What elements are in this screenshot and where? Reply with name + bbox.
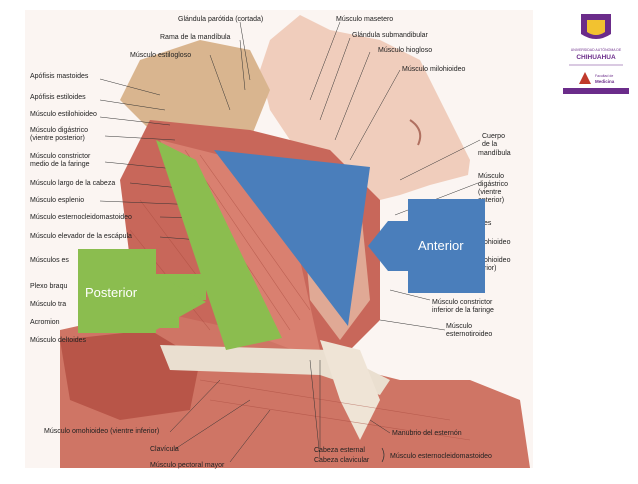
label-esternotiroideo: esternotiroideo xyxy=(446,331,492,338)
anterior-triangle xyxy=(214,150,370,326)
sternum xyxy=(320,340,380,440)
lips xyxy=(409,119,422,146)
logo-bottom-bar xyxy=(563,88,629,94)
label-deltoides: Músculo deltoides xyxy=(30,337,87,344)
label-plexo-braquial: Plexo braqu xyxy=(30,283,67,290)
label-musculo-esternotiroideo: Músculo xyxy=(446,323,472,330)
logo-line1: UNIVERSIDAD AUTÓNOMA DE xyxy=(571,47,622,52)
label-constrictor-inferior: Músculo constrictor xyxy=(432,299,493,306)
label-milohioideo: Músculo milohioideo xyxy=(402,66,466,73)
label-estilogloso: Músculo estilogloso xyxy=(130,52,191,59)
posterior-label: Posterior xyxy=(85,285,138,300)
label-cuerpo: Cuerpo xyxy=(482,133,505,140)
logo-shield-inner xyxy=(587,20,605,35)
logo-line2: CHIHUAHUA xyxy=(576,54,616,61)
label-acromion: Acromion xyxy=(30,319,60,326)
label-hiogloso: Músculo hiogloso xyxy=(378,47,432,54)
anterior-label: Anterior xyxy=(418,238,464,253)
label-masetero: Músculo masetero xyxy=(336,16,393,23)
anterior-arrow-head xyxy=(368,221,408,271)
label-elevador-escapula: Músculo elevador de la escápula xyxy=(30,233,132,240)
logo-faculty1: Facultad de xyxy=(595,74,613,78)
label-apofisis-estiloides: Apófisis estiloides xyxy=(30,94,86,101)
label-estilohioideo: Músculo estilohioideo xyxy=(30,111,97,118)
label-digastrico-posterior: (vientre posterior) xyxy=(30,135,85,142)
label-manubrio: Manubrio del esternón xyxy=(392,430,462,437)
label-esternocleidomastoideo: Músculo esternocleidomastoideo xyxy=(30,214,132,221)
label-cabeza-clavicular: Cabeza clavicular xyxy=(314,457,370,464)
label-musculo-trapecio: Músculo tra xyxy=(30,301,66,308)
logo-faculty2: Medicina xyxy=(595,79,615,84)
label-ohioideo-1: ohioideo xyxy=(484,239,511,246)
label-anterior-r: anterior) xyxy=(478,197,504,204)
label-de-la: de la xyxy=(482,141,497,148)
label-mandibula: mandíbula xyxy=(478,150,511,157)
label-digastrico-r: digástrico xyxy=(478,181,508,188)
posterior-arrow-head xyxy=(156,274,206,330)
label-apofisis-mastoides: Apófisis mastoides xyxy=(30,73,89,80)
logo-graphic: UNIVERSIDAD AUTÓNOMA DE CHIHUAHUA Facult… xyxy=(563,10,629,94)
label-ohioideo-2: ohioideo xyxy=(484,257,511,264)
label-glandula-submandibular: Glándula submandibular xyxy=(352,32,429,39)
label-rama-mandibula: Rama de la mandíbula xyxy=(160,34,231,41)
label-largo-cabeza: Músculo largo de la cabeza xyxy=(30,180,115,187)
faculty-icon xyxy=(579,72,591,84)
label-musculos-es: Músculos es xyxy=(30,257,69,264)
posterior-triangle xyxy=(156,140,282,350)
anterior-arrow-box xyxy=(408,199,485,293)
label-inferior-faringe: inferior de la faringe xyxy=(432,307,494,314)
label-clavicula: Clavícula xyxy=(150,446,179,453)
label-es-r: es xyxy=(484,220,492,227)
label-vientre-r: (vientre xyxy=(478,189,501,196)
label-omohioideo-inferior: Músculo omohioideo (vientre inferior) xyxy=(44,428,159,435)
university-logo: UNIVERSIDAD AUTÓNOMA DE CHIHUAHUA Facult… xyxy=(563,10,629,94)
brace xyxy=(381,447,385,463)
label-digastrico: Músculo digástrico xyxy=(30,127,88,134)
label-glandula-parotida: Glándula parótida (cortada) xyxy=(178,16,263,23)
label-rior: rior) xyxy=(484,265,496,272)
label-musculo-digastrico-r: Músculo xyxy=(478,173,504,180)
label-constrictor-medio: medio de la faringe xyxy=(30,161,90,168)
label-pectoral-mayor: Músculo pectoral mayor xyxy=(150,462,225,469)
label-scm-bottom: Músculo esternocleidomastoideo xyxy=(390,453,492,460)
label-esplenio: Músculo esplenio xyxy=(30,197,84,204)
label-constrictor: Músculo constrictor xyxy=(30,153,91,160)
label-cabeza-esternal: Cabeza esternal xyxy=(314,447,365,454)
